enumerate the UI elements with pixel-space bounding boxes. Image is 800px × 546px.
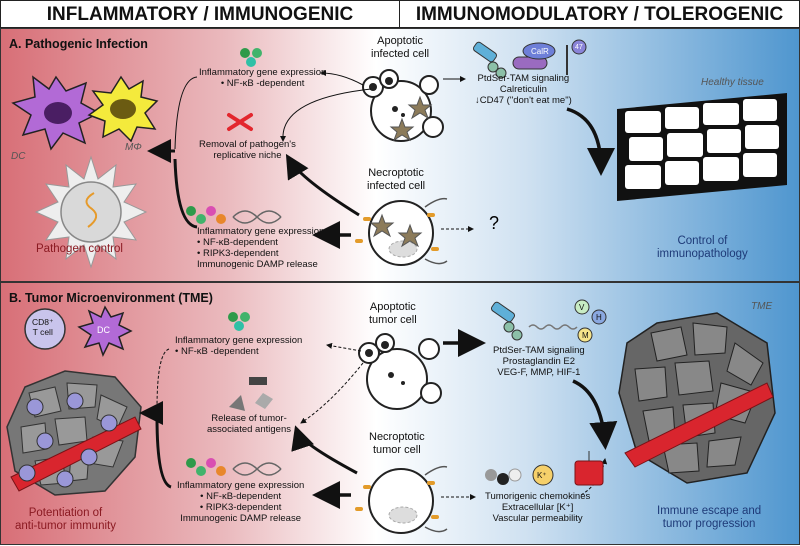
cd8-t-cell-icon: [24, 308, 66, 350]
dna-gene-b-icon: [186, 458, 282, 476]
panel-b-title: B. Tumor Microenvironment (TME): [9, 291, 213, 305]
question-mark: ?: [489, 213, 500, 233]
tumor-antigens-label: Release of tumor- associated antigens: [207, 413, 291, 435]
tme-label: TME: [751, 301, 773, 312]
panel-b-arrows: [139, 329, 618, 509]
calr-label: CalR: [531, 47, 549, 56]
panel-pathogenic-infection: A. Pathogenic Infection DC MΦ Pathogen c…: [0, 28, 800, 282]
tumor-antigens-icon: [229, 377, 273, 411]
control-of-immunopathology-label: Control of immunopathology: [657, 235, 748, 260]
necroptotic-tumor-cell-label: Necroptotic tumor cell: [369, 431, 425, 456]
nfkb-gene-b-icon: [228, 312, 250, 331]
tme-tumor-icon: [618, 312, 776, 484]
panel-a-title: A. Pathogenic Infection: [9, 37, 148, 51]
h-label: H: [596, 313, 602, 322]
signaling-b-label: PtdSer-TAM signaling Prostaglandin E2 VE…: [493, 345, 585, 378]
healthy-tissue-icon: [617, 93, 787, 201]
pathogen-control-label: Pathogen control: [36, 243, 123, 255]
removal-of-niche-label: Removal of pathogen's replicative niche: [199, 139, 296, 161]
dc-label: DC: [11, 151, 26, 162]
inflammatory-gene-expression-b-bottom: Inflammatory gene expression • NF-κB-dep…: [177, 480, 305, 524]
removal-x-icon: [227, 113, 253, 131]
m-label: M: [582, 331, 589, 340]
potentiation-label: Potentiation of anti-tumor immunity: [15, 507, 116, 532]
apoptotic-tumor-cell-label: Apoptotic tumor cell: [369, 301, 417, 326]
tam-receptor-b-icon: [490, 299, 607, 343]
inflammatory-gene-expression-bottom: Inflammatory gene expression • NF-κB-dep…: [197, 226, 325, 270]
apoptotic-tumor-cell-icon: [358, 333, 442, 410]
dc-b-label: DC: [97, 325, 110, 335]
panel-tumor-microenvironment: B. Tumor Microenvironment (TME) CD8⁺ T c…: [0, 282, 800, 545]
dendritic-cell-b-icon: [77, 305, 133, 357]
panel-a-arrows: [147, 70, 615, 249]
k-label: K⁺: [537, 471, 547, 480]
mphi-label: MΦ: [125, 142, 142, 153]
necroptotic-infected-cell-label: Necroptotic infected cell: [367, 167, 426, 192]
healthy-tissue-label: Healthy tissue: [701, 77, 764, 88]
immune-escape-label: Immune escape and tumor progression: [657, 505, 762, 530]
tumorigenic-factors-icon: [485, 451, 604, 486]
tumor-with-t-cells-icon: [6, 370, 142, 496]
v-label: V: [579, 303, 585, 312]
inflammatory-gene-expression-top: Inflammatory gene expression • NF-κB -de…: [199, 67, 327, 89]
header-inflammatory: INFLAMMATORY / IMMUNOGENIC: [0, 0, 400, 28]
signaling-label: PtdSer-TAM signaling Calreticulin ↓CD47 …: [475, 73, 572, 106]
macrophage-icon: [87, 75, 159, 143]
necroptotic-tumor-cell-icon: [355, 465, 448, 534]
pathogen-icon: [34, 155, 148, 269]
cd8-t-cell-label: CD8⁺ T cell: [32, 317, 54, 337]
header-tolerogenic: IMMUNOMODULATORY / TOLEROGENIC: [399, 0, 800, 28]
apoptotic-infected-cell-label: Apoptotic infected cell: [371, 35, 430, 60]
dna-gene-icon: [186, 206, 282, 224]
dendritic-cell-icon: [11, 75, 101, 151]
inflammatory-gene-expression-b-top: Inflammatory gene expression • NF-κB -de…: [175, 335, 303, 357]
necroptotic-infected-cell-icon: [355, 197, 448, 266]
tam-receptor-icon: [472, 39, 587, 79]
apoptotic-infected-cell-icon: [362, 69, 444, 142]
cd47-label: 47: [575, 44, 583, 51]
nfkb-gene-icon: [240, 48, 262, 67]
tumorigenic-label: Tumorigenic chemokines Extracellular [K⁺…: [485, 491, 591, 524]
